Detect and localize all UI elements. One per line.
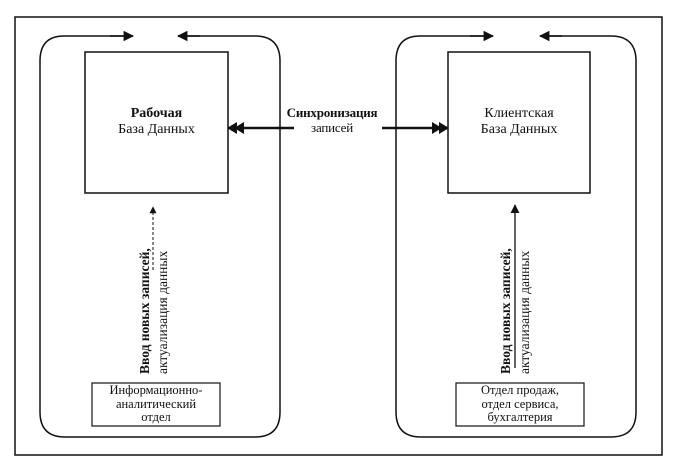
left-input-flow-line1: Ввод новых записей, (137, 248, 152, 374)
sync-label: Синхронизация записей (276, 105, 388, 135)
left-database-title: Рабочая (130, 106, 183, 121)
left-department-label: Информационно- аналитический отдел (92, 383, 220, 425)
right-database-subtitle: База Данных (480, 122, 558, 137)
left-department-box (91, 382, 221, 427)
right-department-box (455, 382, 585, 427)
right-database-label: Клиентская База Данных (448, 106, 590, 138)
sync-label-line2: записей (311, 120, 353, 135)
right-department-line1: Отдел продаж, (480, 383, 560, 397)
double-arrow-left-icon (227, 122, 294, 134)
right-database-box (447, 51, 591, 194)
right-department-label: Отдел продаж, отдел сервиса, бухгалтерия (456, 383, 584, 425)
right-input-flow-line1: Ввод новых записей, (498, 248, 513, 374)
left-panel-border (39, 35, 281, 438)
left-database-subtitle: База Данных (118, 122, 195, 137)
outer-frame (14, 16, 663, 456)
right-input-flow-line2: актуализация данных (517, 250, 532, 374)
double-arrow-right-icon (382, 122, 449, 134)
right-database-title: Клиентская (484, 106, 554, 121)
left-database-label: Рабочая База Данных (85, 106, 228, 138)
left-department-line3: отдел (141, 410, 171, 424)
right-panel-border (395, 35, 637, 438)
left-input-flow-line2: актуализация данных (155, 250, 170, 374)
sync-label-line1: Синхронизация (286, 105, 378, 120)
right-department-line3: бухгалтерия (487, 410, 553, 424)
right-department-line2: отдел сервиса, (481, 396, 559, 411)
left-department-line2: аналитический (115, 396, 197, 411)
left-department-line1: Информационно- (109, 383, 203, 397)
left-database-box (84, 51, 229, 194)
